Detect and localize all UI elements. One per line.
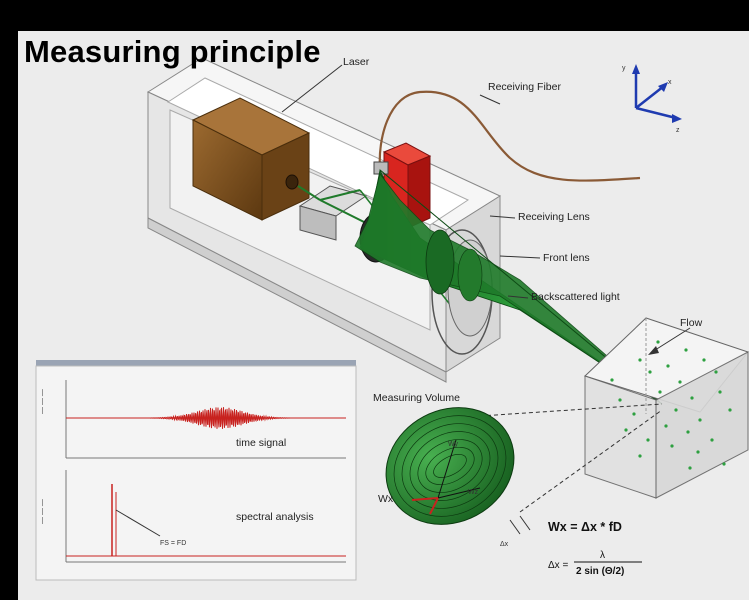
formula: Δx Wx = Δx * fD Δx = λ 2 sin (Θ/2): [500, 515, 642, 577]
flow-label: Flow: [680, 317, 703, 329]
spectral-analysis-plot: — — — spectral analysis FS = FD: [39, 470, 346, 563]
time-signal-label: time signal: [236, 437, 286, 449]
formula-line-2-lhs: Δx =: [548, 560, 568, 571]
measuring-volume-label: Measuring Volume: [373, 392, 460, 404]
diagram-panel: Laser Recei: [18, 31, 749, 600]
measuring-volume: Measuring Volume Wy Wz Wx: [373, 392, 663, 525]
delta-x-label: Δx: [500, 541, 509, 548]
laser-box: Laser: [191, 56, 370, 221]
front-lens-label: Front lens: [543, 252, 590, 264]
formula-line-2-numerator: λ: [600, 550, 605, 561]
svg-text:— — —: — — —: [39, 499, 46, 524]
flow-cube: Flow: [584, 317, 749, 499]
receiving-lens-label: Receiving Lens: [518, 211, 590, 223]
wy-label: Wy: [448, 441, 459, 448]
lda-diagram: Laser Recei: [35, 56, 749, 581]
backscattered-light-label: Backscattered light: [531, 291, 620, 303]
axis-z-label: z: [676, 127, 680, 134]
wx-label: Wx: [378, 493, 394, 505]
laser-label: Laser: [343, 56, 370, 68]
formula-line-1: Wx = Δx * fD: [548, 520, 622, 534]
axis-indicator: y x z: [622, 64, 682, 134]
flow-particles: [610, 340, 732, 470]
receiving-fiber: [378, 90, 641, 182]
component-labels: Receiving Lens Front lens Backscattered …: [489, 211, 620, 303]
time-signal-plot: — — — time signal: [39, 380, 346, 459]
fs-fd-label: FS = FD: [160, 540, 186, 547]
axis-y-label: y: [622, 65, 626, 72]
axis-x-label: x: [668, 79, 672, 86]
spectral-analysis-label: spectral analysis: [236, 511, 314, 523]
svg-text:— — —: — — —: [39, 389, 46, 414]
wz-label: Wz: [468, 489, 479, 496]
formula-line-2-denominator: 2 sin (Θ/2): [576, 566, 624, 577]
signal-plots: — — — time signal — — — spectral analysi…: [35, 360, 357, 581]
plot-header-bar: [36, 360, 356, 366]
page-title: Measuring principle: [24, 34, 321, 69]
beam-cone: [354, 168, 663, 405]
receiving-fiber-label: Receiving Fiber: [488, 81, 561, 93]
